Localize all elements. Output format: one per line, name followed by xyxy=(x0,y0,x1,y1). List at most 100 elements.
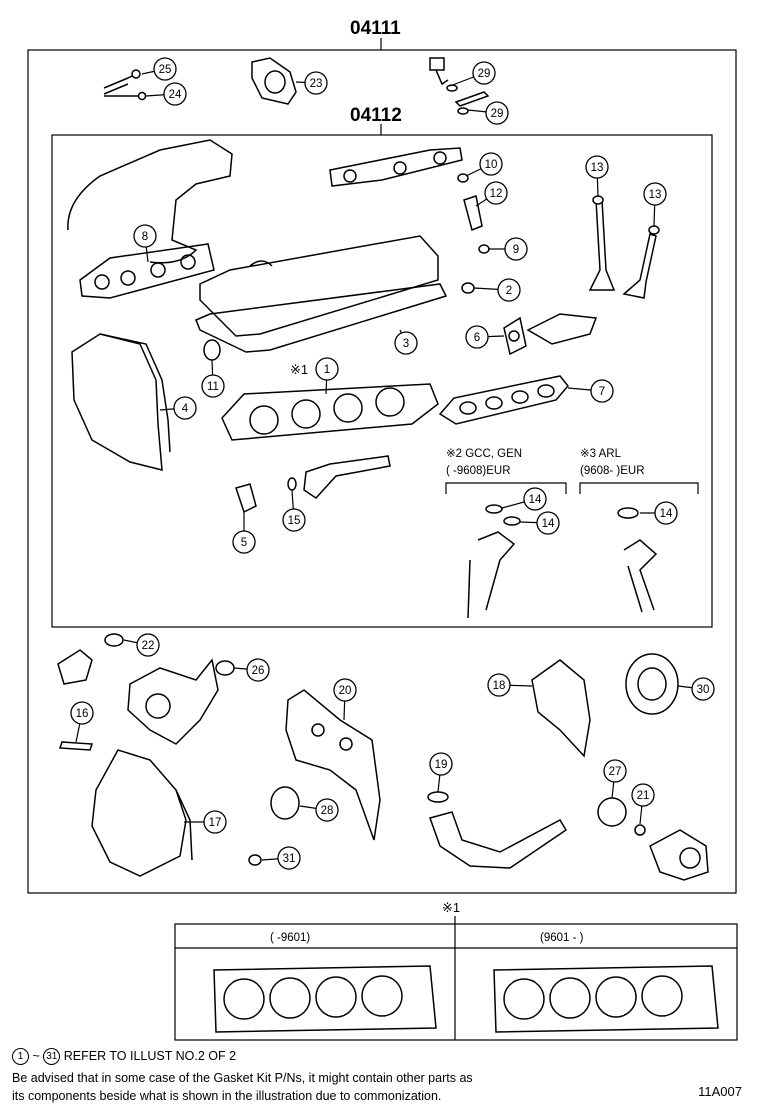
part-10-drawing xyxy=(457,173,469,183)
valve-cover-drawing xyxy=(195,235,448,353)
callout-circle-30 xyxy=(691,677,715,701)
variant-table xyxy=(174,923,738,1041)
kit-inner-number: 04112 xyxy=(350,105,402,126)
part-16-drawing xyxy=(58,741,94,751)
callout-number-14: 14 xyxy=(660,508,673,520)
advisory-line-2: its components beside what is shown in t… xyxy=(12,1089,442,1103)
callout-circle-19 xyxy=(429,752,453,776)
callout-circle-9 xyxy=(504,237,528,261)
camshaft-drawing xyxy=(329,147,463,187)
callout-circle-26 xyxy=(246,658,270,682)
callout-circle-7 xyxy=(590,379,614,403)
callout-number-20: 20 xyxy=(339,685,352,697)
callout-circle-13 xyxy=(585,155,609,179)
part-31-drawing xyxy=(248,854,262,866)
callout-number-22: 22 xyxy=(142,640,155,652)
callout-number-25: 25 xyxy=(159,64,172,76)
callout-number-21: 21 xyxy=(637,790,650,802)
callout-number-19: 19 xyxy=(435,759,448,771)
callout-circle-4 xyxy=(173,396,197,420)
head-gasket-late-drawing xyxy=(493,965,719,1033)
part-5-drawing xyxy=(235,483,257,514)
advisory-line-1: Be advised that in some case of the Gask… xyxy=(12,1071,473,1085)
ref-end-circle: 31 xyxy=(43,1048,61,1065)
part-11-drawing xyxy=(203,339,221,361)
callout-circle-17 xyxy=(203,810,227,834)
callout-number-29: 29 xyxy=(478,68,491,80)
callout-number-31: 31 xyxy=(283,853,296,865)
callout-number-6: 6 xyxy=(474,332,480,344)
callout-number-17: 17 xyxy=(209,817,222,829)
part-21-drawing xyxy=(634,824,646,836)
front-pipe-variant-2-drawing xyxy=(467,504,521,619)
callout-circle-16 xyxy=(70,701,94,725)
exhaust-gasket-drawing xyxy=(438,375,569,425)
callout-number-8: 8 xyxy=(142,231,148,243)
callout-number-30: 30 xyxy=(697,684,710,696)
callout-circle-14 xyxy=(654,501,678,525)
callout-circle-15 xyxy=(282,508,306,532)
callout-circle-24 xyxy=(163,82,187,106)
part-15-drawing xyxy=(287,477,297,491)
ref-start-circle: 1 xyxy=(12,1048,29,1065)
footer-reference-line: 1 ~ 31 REFER TO ILLUST NO.2 OF 2 xyxy=(12,1048,236,1065)
callout-number-16: 16 xyxy=(76,708,89,720)
head-gasket-drawing xyxy=(221,383,439,441)
callout-number-9: 9 xyxy=(513,244,519,256)
callout-number-1: 1 xyxy=(324,364,330,376)
oil-filter-housing-drawing xyxy=(649,829,709,881)
intake-manifold-drawing xyxy=(67,139,233,299)
callout-circle-29 xyxy=(485,101,509,125)
callout-circle-20 xyxy=(333,678,357,702)
part-6-drawing xyxy=(503,313,598,356)
callout-number-27: 27 xyxy=(609,766,622,778)
ref-text: REFER TO ILLUST NO.2 OF 2 xyxy=(63,1048,237,1063)
callout-number-24: 24 xyxy=(169,89,182,101)
part-23-drawing xyxy=(251,57,297,105)
kit-outer-number: 04111 xyxy=(350,18,401,39)
part-18-drawing xyxy=(531,659,591,758)
valves-drawing xyxy=(588,195,660,299)
callout-circle-28 xyxy=(315,798,339,822)
part-28-drawing xyxy=(270,786,300,820)
callout-circle-27 xyxy=(603,759,627,783)
oil-strainer-drawing xyxy=(427,791,568,869)
callout-circle-8 xyxy=(133,224,157,248)
part-9-drawing xyxy=(478,244,490,254)
callout-number-7: 7 xyxy=(599,386,605,398)
part-25-drawing xyxy=(103,69,147,101)
callout-number-2: 2 xyxy=(506,285,512,297)
inner-kit-frame xyxy=(51,134,713,628)
part-2-drawing xyxy=(461,282,475,294)
callout-number-23: 23 xyxy=(310,78,323,90)
callout-number-13: 13 xyxy=(591,162,604,174)
table-col-right: (9601 - ) xyxy=(540,932,584,944)
part-29-drawing xyxy=(429,57,490,115)
variant-3-line1: ※3 ARL xyxy=(580,448,622,460)
callout-circle-5 xyxy=(232,530,256,554)
illustration-code: 11A007 xyxy=(698,1084,742,1099)
lower-timing-cover-drawing xyxy=(91,749,193,877)
callout-circle-14 xyxy=(536,511,560,535)
head-gasket-early-drawing xyxy=(213,965,437,1033)
part-27-drawing xyxy=(597,797,627,827)
callout-number-29: 29 xyxy=(491,108,504,120)
callout-number-18: 18 xyxy=(493,680,506,692)
callout-circle-18 xyxy=(487,673,511,697)
part-12-drawing xyxy=(463,195,483,232)
callout-circle-6 xyxy=(465,325,489,349)
callout-circle-10 xyxy=(479,152,503,176)
callout-circle-23 xyxy=(304,71,328,95)
callout-circle-21 xyxy=(631,783,655,807)
callout-circle-1 xyxy=(315,357,339,381)
table-col-left: ( -9601) xyxy=(270,932,310,944)
callout-circle-13 xyxy=(643,182,667,206)
callout-number-14: 14 xyxy=(529,494,542,506)
callout-number-11: 11 xyxy=(207,381,219,393)
exhaust-pipe-drawing xyxy=(303,455,391,499)
callout-number-5: 5 xyxy=(241,537,247,549)
outer-kit-frame xyxy=(27,49,737,894)
front-pipe-variant-3-drawing xyxy=(617,507,658,613)
callout-number-12: 12 xyxy=(490,188,503,200)
